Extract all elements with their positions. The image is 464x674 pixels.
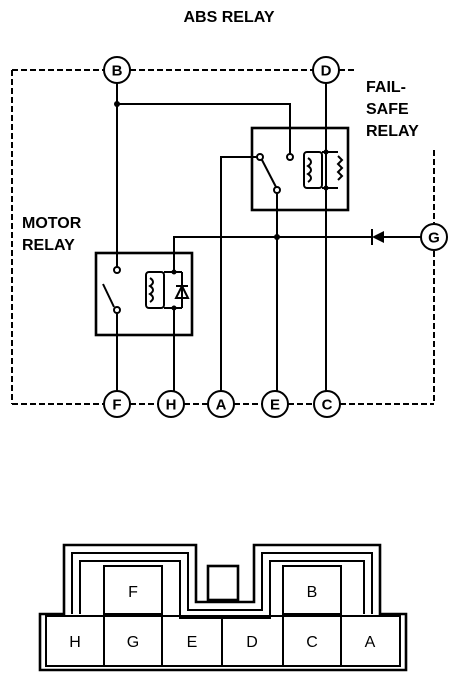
svg-text:F: F (112, 397, 121, 414)
connector-cell-g: G (127, 634, 139, 651)
connector-cell-a: A (365, 634, 376, 651)
svg-text:C: C (322, 397, 333, 414)
connector-face (38, 543, 408, 672)
fail-safe-relay-label-2: SAFE (366, 101, 409, 118)
terminal-f: F (103, 390, 131, 418)
connector-cell-c: C (306, 634, 318, 651)
fail-safe-relay-box (250, 126, 350, 212)
terminal-c: C (313, 390, 341, 418)
svg-text:B: B (112, 63, 123, 80)
diagram-title: ABS RELAY (184, 9, 275, 26)
motor-relay-label-2: RELAY (22, 237, 75, 254)
terminal-e: E (261, 390, 289, 418)
connector-cell-e: E (187, 634, 198, 651)
motor-relay-label-1: MOTOR (22, 215, 82, 232)
wiring (102, 83, 421, 391)
svg-text:A: A (216, 397, 227, 414)
terminal-h: H (157, 390, 185, 418)
relay-enclosure (11, 69, 435, 405)
connector-cell-b: B (307, 584, 318, 601)
terminal-g: G (420, 223, 448, 251)
svg-text:D: D (321, 63, 332, 80)
connector-cell-h: H (69, 634, 81, 651)
connector-cell-f: F (128, 584, 138, 601)
terminal-a: A (207, 390, 235, 418)
terminal-b: B (103, 56, 131, 84)
motor-relay-box (94, 251, 194, 337)
connector-cell-d: D (246, 634, 258, 651)
fail-safe-relay-label-1: FAIL- (366, 79, 406, 96)
svg-text:G: G (428, 230, 440, 247)
svg-text:H: H (166, 397, 177, 414)
svg-text:E: E (270, 397, 280, 414)
terminal-d: D (312, 56, 340, 84)
fail-safe-relay-label-3: RELAY (366, 123, 419, 140)
